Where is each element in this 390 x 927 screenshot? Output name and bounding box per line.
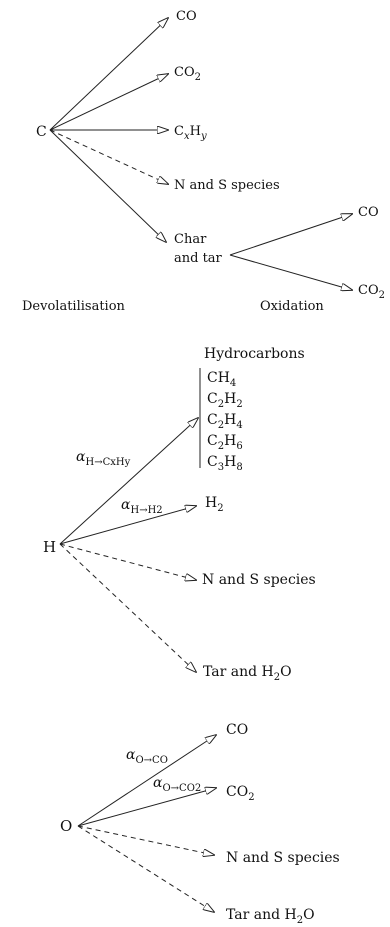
alpha-h-to-hydrocarbons: αH→CxHy [76, 449, 131, 468]
alpha-o-to-co: αO→CO [126, 747, 168, 766]
oxidation-co-label: CO [358, 205, 379, 220]
hydrogen-source-label: H [43, 538, 56, 556]
arrow-c-to-co [49, 18, 168, 131]
alpha-o-to-co2: αO→CO2 [153, 775, 201, 794]
carbon-ns-species-label: N and S species [174, 178, 280, 193]
arrow-o-to-co2 [77, 788, 216, 827]
arrow-o-to-ns-species [77, 825, 214, 855]
carbon-source-label: C [36, 124, 47, 140]
carbon-diagram: C CO CO2 CxHy N and S species Char and t… [22, 9, 385, 314]
arrow-c-to-ns-species [49, 129, 168, 184]
hydrocarbon-c2h6: C2H6 [207, 433, 243, 452]
arrow-h-to-h2 [59, 506, 196, 545]
oxygen-co2-label: CO2 [226, 784, 255, 803]
arrow-h-to-tar-water [59, 543, 196, 672]
arrow-c-to-co2 [49, 74, 168, 131]
oxidation-co2-label: CO2 [358, 283, 385, 301]
carbon-co-label: CO [176, 9, 197, 24]
hydrocarbons-title: Hydrocarbons [204, 346, 305, 362]
hydrogen-diagram: H Hydrocarbons CH4 C2H2 C2H4 C2H6 C3H8 α… [43, 346, 316, 683]
carbon-char-line1: Char [174, 232, 207, 247]
h2-label: H2 [205, 495, 224, 514]
arrow-o-to-tar-water [77, 825, 214, 912]
carbon-co2-label: CO2 [174, 65, 201, 83]
hydrogen-ns-species-label: N and S species [202, 572, 316, 588]
arrow-char-to-co [229, 214, 352, 256]
hydrocarbon-ch4: CH4 [207, 370, 236, 389]
hydrogen-tar-water-label: Tar and H2O [203, 664, 292, 683]
hydrocarbon-c2h2: C2H2 [207, 391, 243, 410]
arrow-o-to-co [77, 735, 216, 827]
alpha-h-to-h2: αH→H2 [121, 497, 163, 516]
oxygen-source-label: O [60, 817, 72, 835]
arrow-char-to-co2 [229, 254, 352, 290]
oxygen-diagram: O αO→CO αO→CO2 CO CO2 N and S species Ta… [60, 722, 340, 926]
devolatilisation-caption: Devolatilisation [22, 299, 126, 314]
carbon-char-line2: and tar [174, 251, 223, 266]
carbon-cxhy-label: CxHy [174, 124, 207, 142]
oxygen-tar-water-label: Tar and H2O [226, 907, 315, 926]
hydrocarbon-c3h8: C3H8 [207, 454, 243, 473]
arrow-h-to-hydrocarbons [59, 418, 198, 545]
oxygen-ns-species-label: N and S species [226, 850, 340, 866]
hydrocarbon-c2h4: C2H4 [207, 412, 243, 431]
oxygen-co-label: CO [226, 722, 248, 738]
arrow-h-to-ns-species [59, 543, 196, 580]
oxidation-caption: Oxidation [260, 299, 324, 314]
arrow-c-to-char [49, 129, 166, 242]
